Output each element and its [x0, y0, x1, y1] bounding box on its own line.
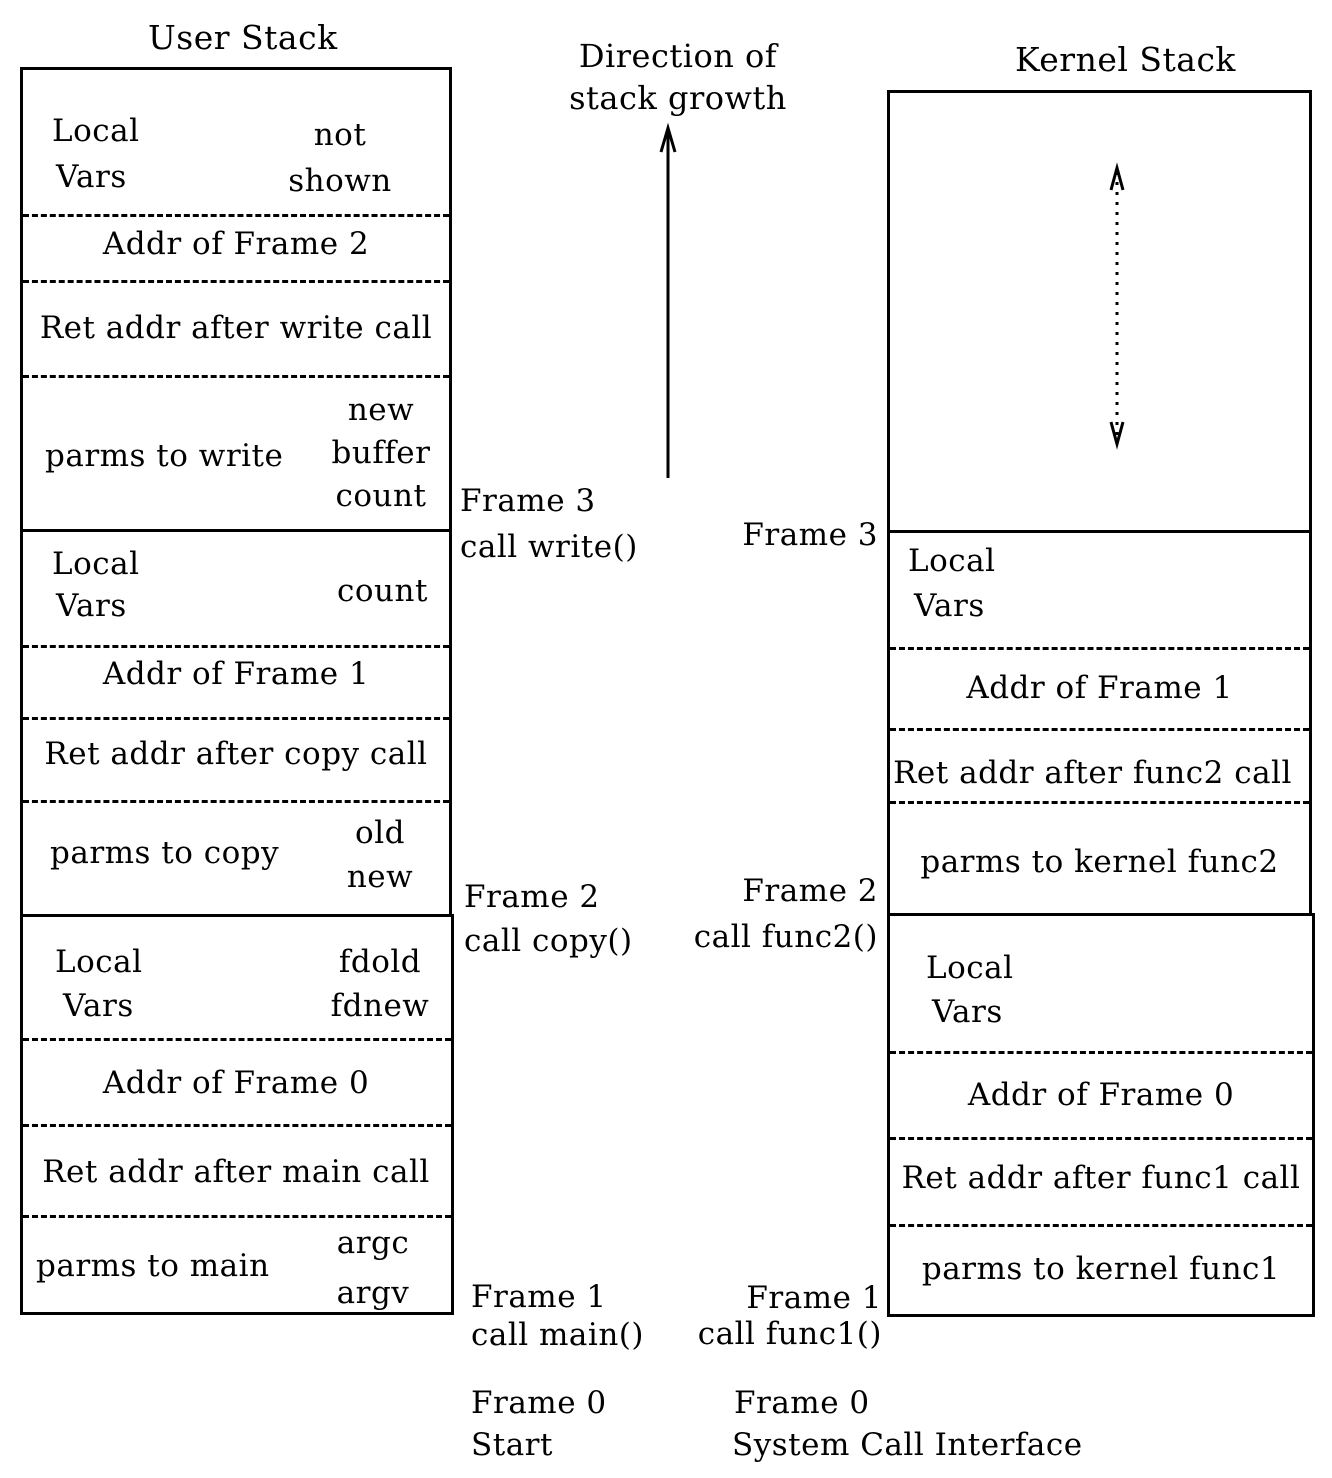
separator — [23, 1215, 451, 1218]
local-vars-label: Local Vars — [52, 546, 140, 624]
frame-pointer-cell: Addr of Frame 2 — [102, 226, 370, 262]
parameter-values: argc argv — [336, 1225, 410, 1311]
separator — [23, 1124, 451, 1127]
frame-pointer-cell: Addr of Frame 1 — [102, 656, 370, 692]
separator — [23, 717, 449, 720]
user-frame2-label: Frame 2 call copy() — [464, 879, 633, 959]
frame-pointer-cell: Addr of Frame 1 — [966, 670, 1233, 706]
parameter-values: new buffer count — [331, 392, 431, 514]
local-vars-label: Local Vars — [908, 543, 996, 624]
separator — [23, 645, 449, 648]
kernel-frame1-label: Frame 1 call func1() — [697, 1280, 882, 1352]
kernel-frame2-label: Frame 2 call func2() — [693, 873, 878, 955]
user-stack-title: User Stack — [148, 18, 338, 57]
local-vars-label: Local Vars — [926, 950, 1014, 1030]
user-frame3-label: Frame 3 call write() — [460, 483, 638, 565]
separator — [23, 280, 449, 283]
separator — [890, 647, 1309, 650]
separator — [890, 1051, 1312, 1054]
user-frame0-label: Frame 0 Start — [471, 1385, 607, 1463]
kernel-frame0-label: Frame 0 System Call Interface — [732, 1385, 1083, 1463]
local-vars-label: Local Vars — [55, 944, 143, 1024]
return-address-cell: Ret addr after main call — [42, 1154, 430, 1190]
parameters-label: parms to main — [36, 1248, 270, 1284]
kernel-stack-title: Kernel Stack — [1015, 40, 1236, 79]
parameters-label: parms to copy — [50, 835, 280, 871]
separator — [890, 1137, 1312, 1140]
separator — [890, 728, 1309, 731]
separator — [890, 801, 1309, 804]
separator — [23, 214, 449, 217]
separator — [23, 800, 449, 803]
kernel-frame3-label: Frame 3 — [742, 517, 878, 553]
user-stack-frame1-box — [20, 914, 454, 1315]
return-address-cell: Ret addr after write call — [39, 310, 433, 346]
return-address-cell: Ret addr after func1 call — [901, 1160, 1301, 1196]
parameter-values: old new — [346, 815, 414, 895]
return-address-cell: Ret addr after func2 call — [893, 755, 1292, 791]
local-values: fdold fdnew — [330, 944, 430, 1024]
parameters-label: parms to kernel func1 — [921, 1251, 1281, 1287]
user-frame1-label: Frame 1 call main() — [471, 1279, 644, 1353]
kernel-growth-dotted-arrow — [1109, 162, 1125, 450]
local-values: not shown — [288, 117, 392, 199]
growth-arrow — [659, 122, 677, 478]
separator — [23, 375, 449, 378]
local-values: count — [337, 573, 428, 609]
frame-pointer-cell: Addr of Frame 0 — [967, 1077, 1235, 1113]
parameters-label: parms to write — [45, 438, 284, 474]
return-address-cell: Ret addr after copy call — [44, 736, 428, 772]
parameters-label: parms to kernel func2 — [920, 844, 1279, 880]
frame-pointer-cell: Addr of Frame 0 — [102, 1065, 370, 1101]
kernel-stack-frame1-box — [887, 913, 1315, 1317]
separator — [23, 1038, 451, 1041]
growth-direction-label: Direction of stack growth — [569, 37, 787, 117]
separator — [890, 1224, 1312, 1227]
local-vars-label: Local Vars — [52, 113, 140, 195]
